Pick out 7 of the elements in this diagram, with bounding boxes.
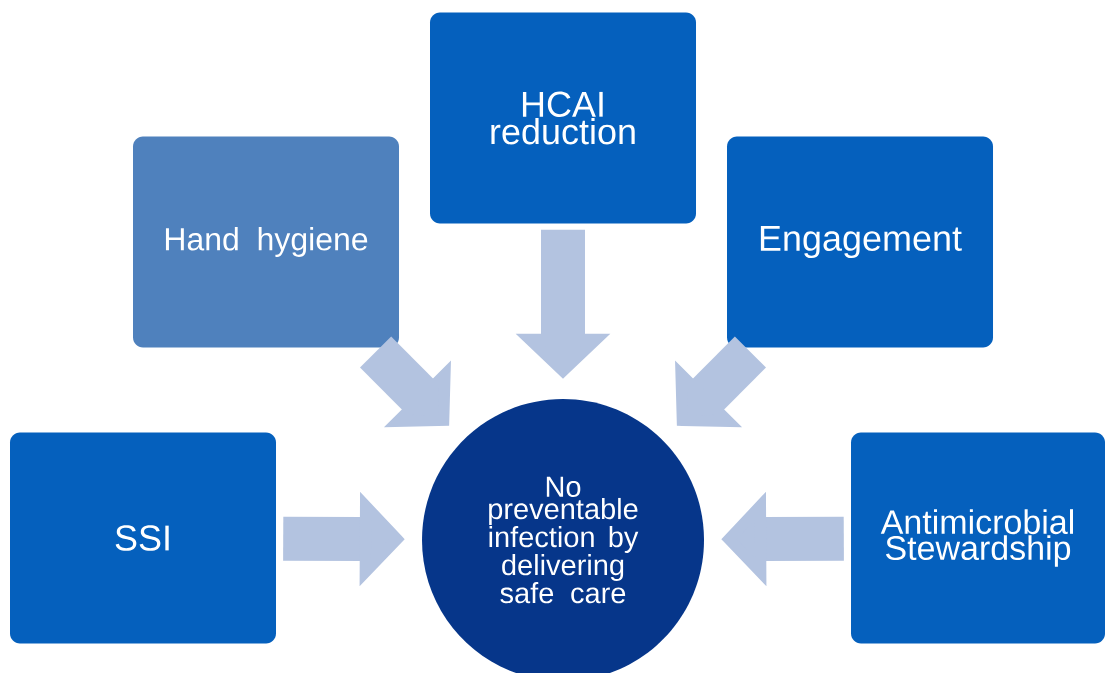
process-box: Hand hygiene — [133, 136, 399, 348]
process-box: Antimicrobial Stewardship — [851, 432, 1105, 644]
block-arrow — [675, 336, 766, 428]
process-box: Engagement — [727, 136, 993, 348]
block-arrow — [360, 336, 451, 428]
process-box: SSI — [10, 432, 276, 644]
process-box: HCAI reduction — [430, 12, 696, 224]
